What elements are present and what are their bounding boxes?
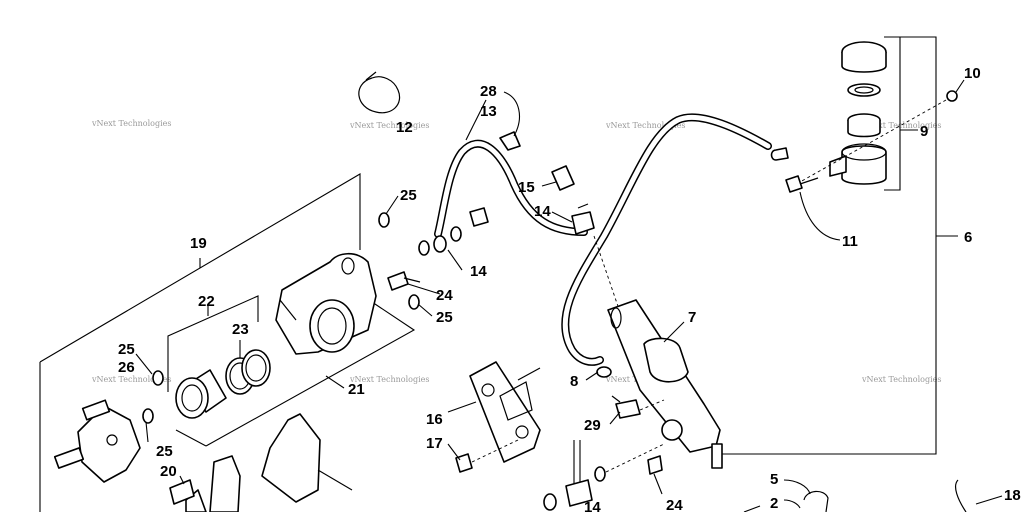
callout-9: 9 (920, 123, 928, 140)
group-22-bracket (167, 295, 259, 392)
fitting-24-lower (543, 440, 665, 511)
watermark: vNext Technologies (861, 121, 941, 130)
callout-8: 8 (570, 373, 578, 390)
callout-6: 6 (964, 229, 972, 246)
callout-20: 20 (160, 463, 177, 480)
callout-25b: 25 (436, 309, 453, 326)
caliper-bracket (53, 399, 141, 483)
reservoir-assembly (829, 41, 887, 185)
seals-23 (225, 349, 271, 395)
callout-18: 18 (1004, 487, 1021, 504)
banjo-fittings (418, 165, 651, 401)
clip-28-part (499, 91, 521, 151)
callout-29: 29 (584, 417, 601, 434)
group-6-bracket (712, 36, 958, 455)
callout-25d: 25 (156, 443, 173, 460)
watermark: vNext Technologies (605, 121, 685, 130)
bleeder-24-upper (387, 271, 421, 291)
watermark: vNext Technologies (91, 119, 171, 128)
callout-2: 2 (770, 495, 778, 512)
callout-14c: 14 (584, 499, 601, 512)
callout-26: 26 (118, 359, 135, 376)
watermark: vNext Technologies (349, 375, 429, 384)
bolt-17-part (455, 439, 519, 473)
brake-pads (185, 413, 353, 512)
master-cylinder (596, 299, 723, 469)
leader-lines (135, 99, 685, 495)
callout-28: 28 (480, 83, 497, 100)
callout-12: 12 (396, 119, 413, 136)
callout-19: 19 (190, 235, 207, 252)
group-21-bracket (175, 301, 416, 447)
clips-bottom-right (743, 479, 1003, 512)
watermark: vNext Technologies (861, 375, 941, 384)
callout-24b: 24 (666, 497, 683, 512)
callout-23: 23 (232, 321, 249, 338)
hose-clamp (770, 147, 789, 161)
callout-15: 15 (518, 179, 535, 196)
callout-11: 11 (842, 233, 858, 250)
bolt-20-part (169, 475, 195, 505)
callout-25c: 25 (118, 341, 135, 358)
hoses (434, 113, 772, 366)
callout-16: 16 (426, 411, 443, 428)
callout-21: 21 (348, 381, 365, 398)
callout-25a: 25 (400, 187, 417, 204)
lever-16-part (469, 361, 541, 463)
callout-labels: 2 5 6 7 8 9 10 11 12 13 14 14 14 15 16 1… (118, 65, 1021, 512)
group-19-bracket (39, 173, 361, 512)
watermarks: vNext Technologies vNext Technologies vN… (91, 119, 941, 384)
callout-14b: 14 (470, 263, 487, 280)
callout-17: 17 (426, 435, 443, 452)
caliper-body (275, 252, 377, 355)
callout-13: 13 (480, 103, 497, 120)
callout-5: 5 (770, 471, 778, 488)
callout-7: 7 (688, 309, 696, 326)
callout-22: 22 (198, 293, 215, 310)
snap-ring-part (358, 71, 401, 114)
watermark: vNext Technologies (349, 121, 429, 130)
watermark: vNext Technologies (91, 375, 171, 384)
piston-22 (175, 369, 227, 419)
callout-10: 10 (964, 65, 981, 82)
callout-14a: 14 (534, 203, 551, 220)
o-rings-25 (142, 212, 420, 424)
screw-11-part (785, 175, 841, 241)
callout-24a: 24 (436, 287, 453, 304)
bolt-10-part (799, 79, 965, 183)
